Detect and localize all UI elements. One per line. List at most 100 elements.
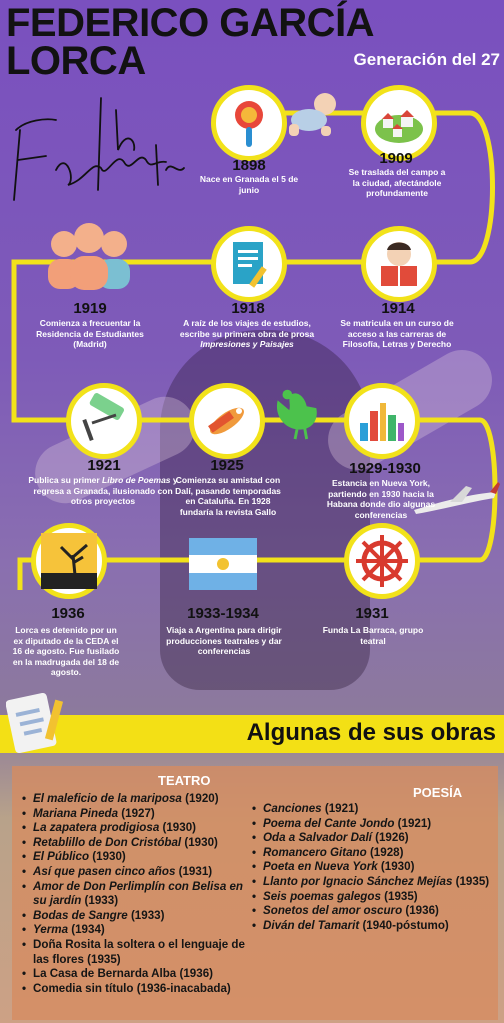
- desc-1921: Publica su primer Libro de Poemas y regr…: [28, 475, 178, 506]
- poesia-item-date: (1921): [321, 802, 359, 815]
- poesia-item-date: (1940-póstumo): [359, 918, 449, 932]
- teatro-item-title: Doña Rosita la soltera o el lenguaje de …: [33, 937, 245, 966]
- poesia-item: Poeta en Nueva York (1930): [252, 860, 504, 875]
- timeline-node-1921: [66, 383, 142, 459]
- tree-sunset-icon: [41, 533, 97, 589]
- timeline-node-1931: [344, 523, 420, 599]
- poesia-item: Seis poemas galegos (1935): [252, 890, 504, 905]
- obras-heading: Algunas de sus obras: [246, 719, 496, 746]
- teatro-item-title: Yerma: [33, 923, 69, 937]
- poesia-item: Romancero Gitano (1928): [252, 846, 504, 861]
- teatro-item: La Casa de Bernarda Alba (1936): [22, 967, 254, 982]
- teatro-item-title: La zapatera prodigiosa: [33, 821, 160, 835]
- year-1929-1930: 1929-1930: [349, 460, 421, 477]
- poesia-item-date: (1930): [377, 860, 415, 874]
- poesia-item-title: Seis poemas galegos: [263, 889, 381, 903]
- poesia-item-date: (1921): [394, 816, 432, 830]
- teatro-item: El Público (1930): [22, 850, 254, 865]
- desc-1909: Se traslada del campo a la ciudad, afect…: [348, 167, 446, 198]
- poesia-item-date: (1935): [380, 889, 418, 903]
- poesia-item: Llanto por Ignacio Sánchez Mejías (1935): [252, 875, 504, 890]
- desc-1929-1930: Estancia en Nueva York, partiendo en 193…: [326, 478, 436, 520]
- teatro-item-title: Retablillo de Don Cristóbal: [33, 835, 182, 849]
- year-1936: 1936: [51, 605, 85, 622]
- year-1919: 1919: [73, 300, 107, 317]
- teatro-item-date: (1936-inacabada): [133, 981, 231, 995]
- paint-roller-icon: [82, 393, 124, 442]
- desc-1914: Se matricula en un curso de acceso a las…: [340, 318, 454, 349]
- teatro-item-title: Mariana Pineda: [33, 806, 119, 820]
- poesia-item-title: Romancero Gitano: [263, 845, 367, 859]
- year-1918: 1918: [231, 300, 265, 317]
- year-1921: 1921: [87, 457, 121, 474]
- teatro-item-title: Así que pasen cinco años: [33, 864, 176, 878]
- teatro-item-title: Comedia sin título: [33, 981, 134, 995]
- student-reading-icon: [381, 242, 417, 286]
- year-1925: 1925: [210, 457, 244, 474]
- poesia-item-title: Canciones: [263, 802, 322, 815]
- poesia-item-date: (1926): [371, 831, 409, 845]
- desc-1925: Comienza su amistad con Dalí, pasando te…: [175, 475, 281, 517]
- poesia-item: Poema del Cante Jondo (1921): [252, 817, 504, 832]
- teatro-title: TEATRO: [158, 773, 211, 788]
- year-1914: 1914: [381, 300, 415, 317]
- timeline-node-1919: [34, 222, 144, 292]
- poesia-item: Oda a Salvador Dalí (1926): [252, 831, 504, 846]
- timeline-node-1914: [361, 226, 437, 302]
- teatro-item: La zapatera prodigiosa (1930): [22, 821, 254, 836]
- year-1933-1934: 1933-1934: [187, 605, 259, 622]
- poesia-item-title: Sonetos del amor oscuro: [263, 904, 403, 918]
- teatro-item-date: (1936): [176, 967, 213, 981]
- teatro-item-date: (1927): [118, 806, 155, 820]
- desc-1918: A raíz de los viajes de estudios, escrib…: [179, 318, 315, 349]
- obras-banner: [0, 715, 504, 753]
- teatro-item-title: Amor de Don Perlimplín con Belisa en su …: [33, 879, 244, 908]
- teatro-item-date: (1930): [159, 821, 197, 835]
- poesia-list: Canciones (1921)Poema del Cante Jondo (1…: [252, 802, 504, 933]
- document-pen-icon: [233, 242, 267, 288]
- baby-icon: [289, 93, 336, 136]
- teatro-item-title: Bodas de Sangre: [33, 908, 128, 922]
- timeline-node-1898: [211, 85, 287, 161]
- teatro-item: Doña Rosita la soltera o el lenguaje de …: [22, 938, 254, 967]
- poesia-title: POESÍA: [413, 785, 463, 800]
- timeline-node-1933-1934: [189, 538, 257, 590]
- teatro-item-date: (1933): [81, 894, 119, 908]
- poesia-item-title: Oda a Salvador Dalí: [263, 831, 372, 845]
- teatro-item-date: (1930): [89, 850, 126, 864]
- people-icon: [48, 223, 130, 290]
- teatro-item-date: (1933): [127, 908, 165, 922]
- desc-1919: Comienza a frecuentar la Residencia de E…: [36, 318, 144, 349]
- city-icon: [360, 403, 404, 441]
- teatro-item: Comedia sin título (1936-inacabada): [22, 982, 254, 997]
- teatro-item-date: (1934): [68, 923, 105, 937]
- teatro-item: El maleficio de la mariposa (1920): [22, 792, 254, 807]
- argentina-flag-icon: [189, 538, 257, 590]
- ship-wheel-icon: [356, 535, 408, 587]
- teatro-item: Retablillo de Don Cristóbal (1930): [22, 836, 254, 851]
- teatro-list: El maleficio de la mariposa (1920)Marian…: [22, 792, 254, 996]
- desc-1936: Lorca es detenido por un ex diputado de …: [12, 625, 120, 677]
- village-icon: [375, 110, 423, 143]
- teatro-item: Así que pasen cinco años (1931): [22, 865, 254, 880]
- poesia-item-title: Llanto por Ignacio Sánchez Mejías: [263, 874, 453, 888]
- year-1898: 1898: [232, 157, 266, 174]
- rattle-icon: [235, 101, 263, 147]
- year-1909: 1909: [379, 150, 413, 167]
- signature-icon: [13, 97, 185, 201]
- timeline-node-1918: [211, 226, 287, 302]
- rooster-icon: [276, 389, 317, 440]
- teatro-item: Bodas de Sangre (1933): [22, 909, 254, 924]
- year-1931: 1931: [355, 605, 389, 622]
- teatro-item-date: (1935): [83, 952, 121, 966]
- teatro-item-date: (1930): [181, 835, 218, 849]
- teatro-item: Yerma (1934): [22, 923, 254, 938]
- airplane-icon: [208, 407, 245, 435]
- poesia-item-date: (1935): [452, 874, 490, 888]
- teatro-item-title: La Casa de Bernarda Alba: [33, 967, 177, 981]
- desc-1931: Funda La Barraca, grupo teatral: [322, 625, 424, 646]
- jet-plane-icon: [414, 482, 500, 514]
- timeline-node-1925: [189, 383, 265, 459]
- teatro-item-date: (1931): [175, 864, 213, 878]
- notepad-pencil-icon: [6, 692, 64, 754]
